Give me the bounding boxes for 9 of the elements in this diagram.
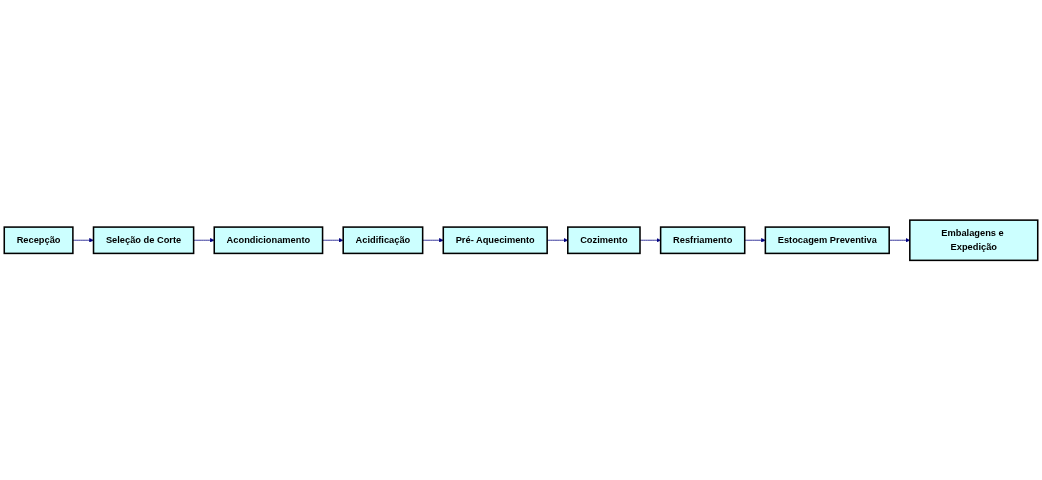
node-box: Acidificação	[342, 226, 424, 254]
node-box: Cozimento	[567, 226, 641, 254]
node-box: Estocagem Preventiva	[764, 226, 890, 254]
node-box: Acondicionamento	[213, 226, 324, 254]
node-box: Embalagens e Expedição	[909, 219, 1039, 261]
node-box: Seleção de Corte	[92, 226, 195, 254]
node-box: Recepção	[3, 226, 74, 254]
node-box: Pré- Aquecimento	[442, 226, 548, 254]
node-box: Resfriamento	[659, 226, 746, 254]
